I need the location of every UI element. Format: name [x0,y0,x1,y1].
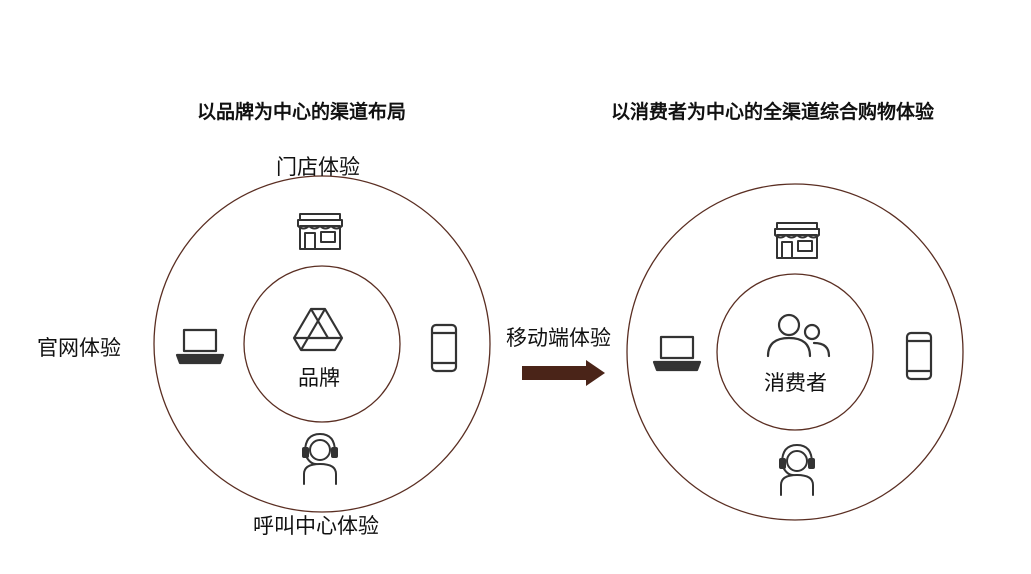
left-diagram [153,175,491,513]
right-inner-ring [716,273,874,431]
smartphone-icon [905,331,933,381]
laptop-icon [652,335,702,372]
headset-agent-icon [302,432,338,485]
left-center-label: 品牌 [298,366,340,390]
left-left-label: 官网体验 [37,336,121,360]
store-icon [297,213,343,250]
left-top-label: 门店体验 [276,155,360,179]
right-center-label: 消费者 [764,371,827,395]
transition-arrow [522,360,605,386]
laptop-icon [175,328,225,365]
smartphone-icon [430,323,458,373]
left-inner-ring [243,265,401,423]
right-outer-ring [626,183,964,521]
transition-label: 移动端体验 [506,326,611,350]
store-icon [774,222,820,259]
right-heading: 以消费者为中心的全渠道综合购物体验 [611,101,935,123]
left-bottom-label: 呼叫中心体验 [253,514,379,538]
headset-agent-icon [779,443,815,496]
brand-logo-icon [292,307,344,352]
users-icon [766,313,831,358]
right-diagram [626,183,964,521]
left-heading: 以品牌为中心的渠道布局 [197,101,407,123]
left-outer-ring [153,175,491,513]
arrow-right-icon [522,366,588,380]
